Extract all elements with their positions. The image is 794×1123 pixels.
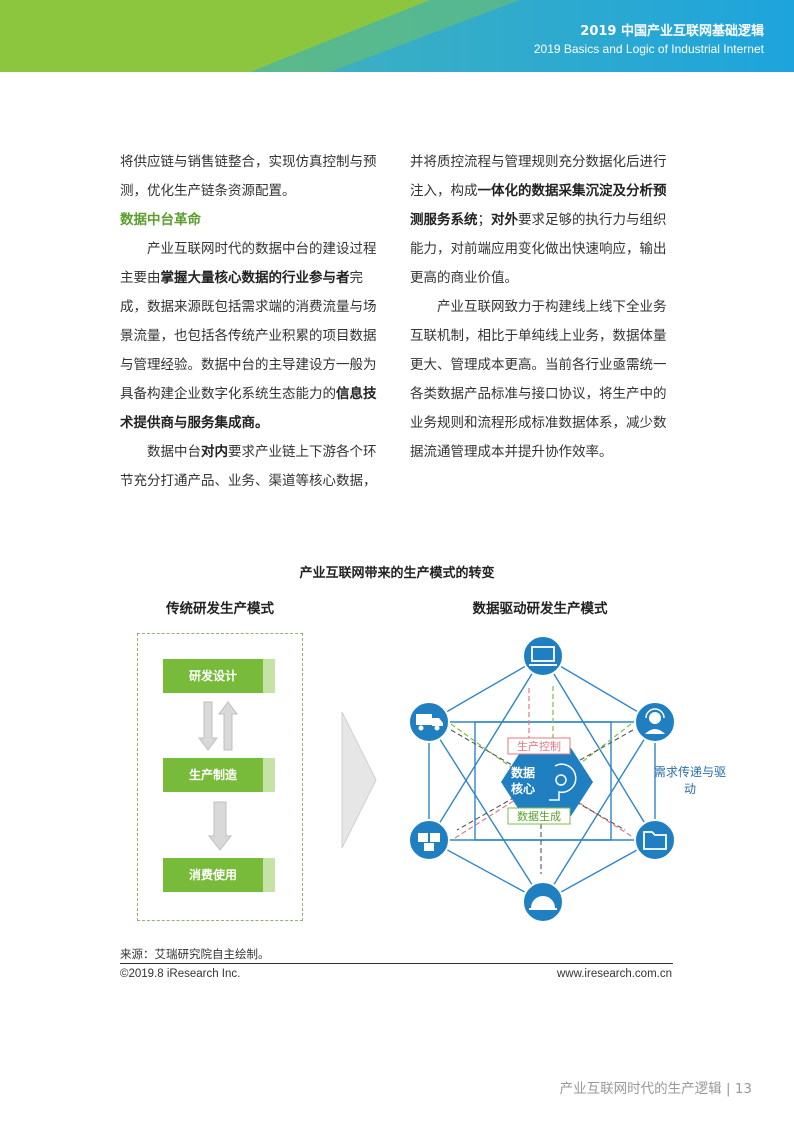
left-paragraph-1: 将供应链与销售链整合，实现仿真控制与预测，优化生产链条资源配置。: [120, 154, 377, 199]
footer-text: 产业互联网时代的生产逻辑: [559, 1081, 722, 1097]
page-number: 13: [734, 1081, 752, 1097]
step-accent: [263, 758, 275, 792]
node-computer-icon: [522, 635, 564, 677]
page-footer: 产业互联网时代的生产逻辑 | 13: [560, 1077, 752, 1097]
bold-run: 信息技术提供商与服务集成商。: [120, 386, 377, 431]
generate-label-box: [507, 807, 571, 825]
footer-separator: |: [725, 1081, 735, 1097]
node-truck-icon: [408, 701, 450, 743]
step-accent: [263, 659, 275, 693]
right-column: 并将质控流程与管理规则充分数据化后进行注入，构成一体化的数据采集沉淀及分析预测服…: [410, 148, 675, 467]
text-run: 产业互联网时代的数据中台的建设过程主要由: [120, 241, 377, 286]
step-label: 研发设计: [163, 659, 263, 693]
text-run: ；: [477, 212, 492, 228]
step-label: 生产制造: [163, 758, 263, 792]
up-down-arrows-icon: [198, 701, 238, 751]
text-run: 完成，数据来源既包括需求端的消费流量与场景流量，也包括各传统产业积累的项目数据与…: [120, 270, 377, 402]
step-accent: [263, 858, 275, 892]
control-label: 生产控制: [517, 739, 561, 753]
need-drive-label: 需求传递与驱动: [653, 765, 726, 796]
right-paragraph-2: 产业互联网致力于构建线上线下全业务互联机制，相比于单纯线上业务，数据体量更大、管…: [410, 299, 667, 460]
down-arrow-icon: [208, 801, 232, 851]
left-paragraph-2: 产业互联网时代的数据中台的建设过程主要由掌握大量核心数据的行业参与者完成，数据来…: [120, 235, 385, 438]
bold-run: 掌握大量核心数据的行业参与者: [160, 270, 350, 286]
text-run: 要求产业链上下游各个环节充分打通产品、业务、渠道等核心数据，: [120, 444, 377, 489]
node-headset-icon: [634, 701, 676, 743]
divider: [120, 963, 673, 964]
left-paragraph-3: 数据中台对内要求产业链上下游各个环节充分打通产品、业务、渠道等核心数据，: [120, 438, 385, 496]
right-paragraph-1: 并将质控流程与管理规则充分数据化后进行注入，构成一体化的数据采集沉淀及分析预测服…: [410, 148, 675, 293]
header-title: 2019 中国产业互联网基础逻辑: [580, 24, 764, 39]
bold-run: 一体化的数据采集沉淀及分析预测服务系统: [410, 183, 667, 228]
traditional-mode-box: [137, 633, 303, 921]
step-consume: 消费使用: [163, 858, 275, 892]
control-label-box: [507, 737, 571, 755]
step-design: 研发设计: [163, 659, 275, 693]
header-band: [0, 0, 794, 72]
figure-title: 产业互联网带来的生产模式的转变: [299, 566, 495, 581]
node-boxes-icon: [408, 819, 450, 861]
step-manufacture: 生产制造: [163, 758, 275, 792]
figure-right-title: 数据驱动研发生产模式: [472, 601, 608, 617]
node-helmet-icon: [522, 881, 564, 923]
figure-left-title: 传统研发生产模式: [166, 601, 274, 617]
page-header: 2019 中国产业互联网基础逻辑 2019 Basics and Logic o…: [0, 0, 794, 72]
section-title: 数据中台革命: [120, 212, 201, 228]
left-column: 将供应链与销售链整合，实现仿真控制与预测，优化生产链条资源配置。 数据中台革命 …: [120, 148, 385, 496]
copyright: ©2019.8 iResearch Inc.: [120, 968, 241, 980]
transition-arrow-icon: [341, 711, 377, 849]
bold-run: 对外: [491, 212, 518, 228]
text-run: 要求足够的执行力与组织能力，对前端应用变化做出快速响应，输出更高的商业价值。: [410, 212, 667, 286]
figure-source: 来源：艾瑞研究院自主绘制。: [120, 947, 270, 961]
generate-label: 数据生成: [517, 809, 561, 823]
text-run: 数据中台: [147, 444, 201, 460]
header-subtitle: 2019 Basics and Logic of Industrial Inte…: [533, 42, 764, 56]
data-core-hexagon: [501, 748, 593, 816]
core-label-line1: 数据: [511, 765, 535, 780]
core-label-line2: 核心: [511, 781, 535, 796]
website-link[interactable]: www.iresearch.com.cn: [556, 968, 672, 980]
data-driven-network-diagram: 数据 核心 生产控制 数据生成: [408, 635, 676, 923]
ai-head-icon: [549, 763, 577, 801]
node-folder-icon: [634, 819, 676, 861]
step-label: 消费使用: [163, 858, 263, 892]
text-run: 并将质控流程与管理规则充分数据化后进行注入，构成: [410, 154, 667, 199]
bold-run: 对内: [201, 444, 228, 460]
